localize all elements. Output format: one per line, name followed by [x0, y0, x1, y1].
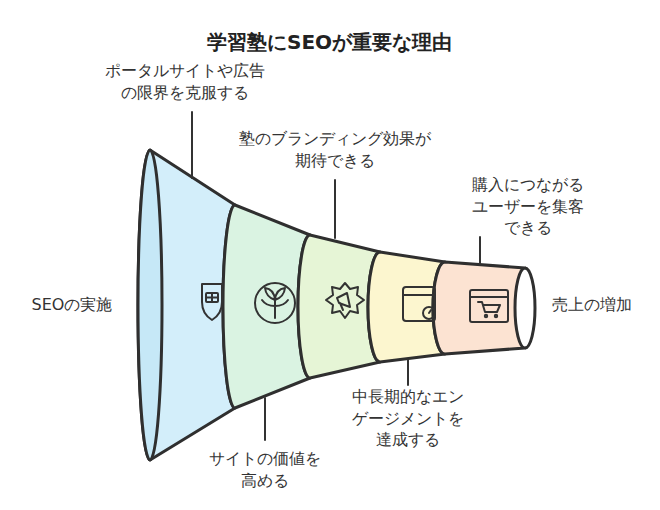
- callout-label: 中長期的なエン ゲージメントを 達成する: [346, 386, 470, 451]
- callout-label: 購入につながる ユーザーを集客 できる: [466, 174, 590, 239]
- callout-label: 売上の増加: [537, 294, 647, 316]
- leader-line: [334, 180, 336, 238]
- callout-label: 塾のブランディング効果が 期待できる: [232, 128, 438, 171]
- callout-label: サイトの価値を 高める: [203, 448, 327, 491]
- leader-line: [407, 360, 409, 385]
- callout-label: SEOの実施: [17, 294, 127, 316]
- callout-label: ポータルサイトや広告 の限界を克服する: [99, 60, 271, 103]
- diagram-title: 学習塾にSEOが重要な理由: [207, 29, 452, 56]
- funnel-end: [525, 268, 535, 348]
- leader-line: [479, 237, 481, 264]
- funnel-band: [433, 262, 525, 354]
- shield-icon: [202, 284, 222, 320]
- cart-window-icon: [470, 290, 508, 322]
- funnel-mouth: [138, 150, 162, 460]
- megaphone-icon: [326, 283, 364, 318]
- leader-line: [264, 398, 266, 440]
- card-icon: [403, 287, 435, 321]
- plant-icon: [255, 283, 295, 323]
- leader-line: [191, 112, 193, 178]
- funnel-band: [138, 150, 235, 460]
